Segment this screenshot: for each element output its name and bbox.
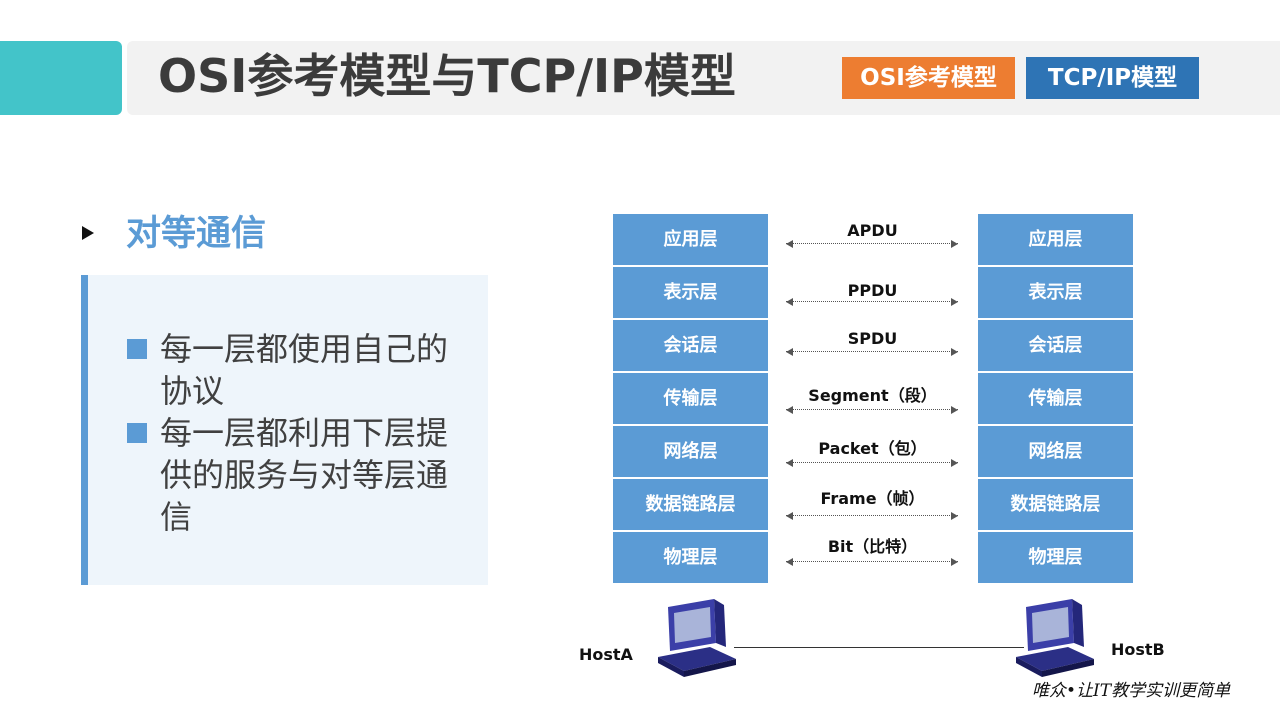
pdu-label-apdu: APDU (847, 221, 898, 240)
peer-arrow (786, 348, 958, 356)
hosta-layer-transport: 传输层 (613, 373, 768, 424)
tab-osi-model[interactable]: OSI参考模型 (842, 57, 1015, 99)
host-b-label: HostB (1111, 640, 1165, 659)
pdu-label-bit: Bit（比特） (827, 537, 918, 556)
tab-tcpip-model[interactable]: TCP/IP模型 (1026, 57, 1199, 99)
pdu-label-spdu: SPDU (847, 329, 898, 348)
hosta-layer-network: 网络层 (613, 426, 768, 477)
hosta-layer-datalink: 数据链路层 (613, 479, 768, 530)
peer-arrow (786, 298, 958, 306)
pdu-label-frame: Frame（帧） (820, 489, 925, 508)
hostb-layer-application: 应用层 (978, 214, 1133, 265)
square-bullet-icon (127, 423, 147, 443)
hosta-layer-session: 会话层 (613, 320, 768, 371)
peer-arrow (786, 558, 958, 566)
computer-icon (658, 599, 736, 677)
bullet-text: 每一层都使用自己的协议 (160, 330, 449, 410)
footer-slogan: 唯众•让IT教学实训更简单 (1032, 681, 1231, 701)
hostb-layer-transport: 传输层 (978, 373, 1133, 424)
hostb-layer-physical: 物理层 (978, 532, 1133, 583)
peer-arrow (786, 459, 958, 467)
host-a-label: HostA (579, 645, 633, 664)
text-panel (81, 275, 488, 585)
computer-icon (1016, 599, 1094, 677)
peer-arrow (786, 406, 958, 414)
header-accent-block (0, 41, 122, 115)
square-bullet-icon (127, 339, 147, 359)
bullet-point: 每一层都利用下层提供的服务与对等层通信 (127, 412, 457, 538)
hostb-layer-datalink: 数据链路层 (978, 479, 1133, 530)
hosta-layer-physical: 物理层 (613, 532, 768, 583)
peer-arrow (786, 240, 958, 248)
section-heading: 对等通信 (126, 214, 267, 254)
hostb-layer-network: 网络层 (978, 426, 1133, 477)
hosta-layer-application: 应用层 (613, 214, 768, 265)
pdu-label-ppdu: PPDU (847, 281, 898, 300)
hosta-layer-presentation: 表示层 (613, 267, 768, 318)
hostb-layer-presentation: 表示层 (978, 267, 1133, 318)
bullet-text: 每一层都利用下层提供的服务与对等层通信 (160, 414, 449, 536)
bullet-point: 每一层都使用自己的协议 (127, 328, 457, 412)
pdu-label-packet: Packet（包） (818, 439, 927, 458)
page-title: OSI参考模型与TCP/IP模型 (158, 49, 736, 103)
bullet-triangle-icon (82, 226, 94, 240)
hostb-layer-session: 会话层 (978, 320, 1133, 371)
network-link-line (734, 647, 1024, 648)
pdu-label-segment: Segment（段） (808, 386, 937, 405)
peer-arrow (786, 512, 958, 520)
